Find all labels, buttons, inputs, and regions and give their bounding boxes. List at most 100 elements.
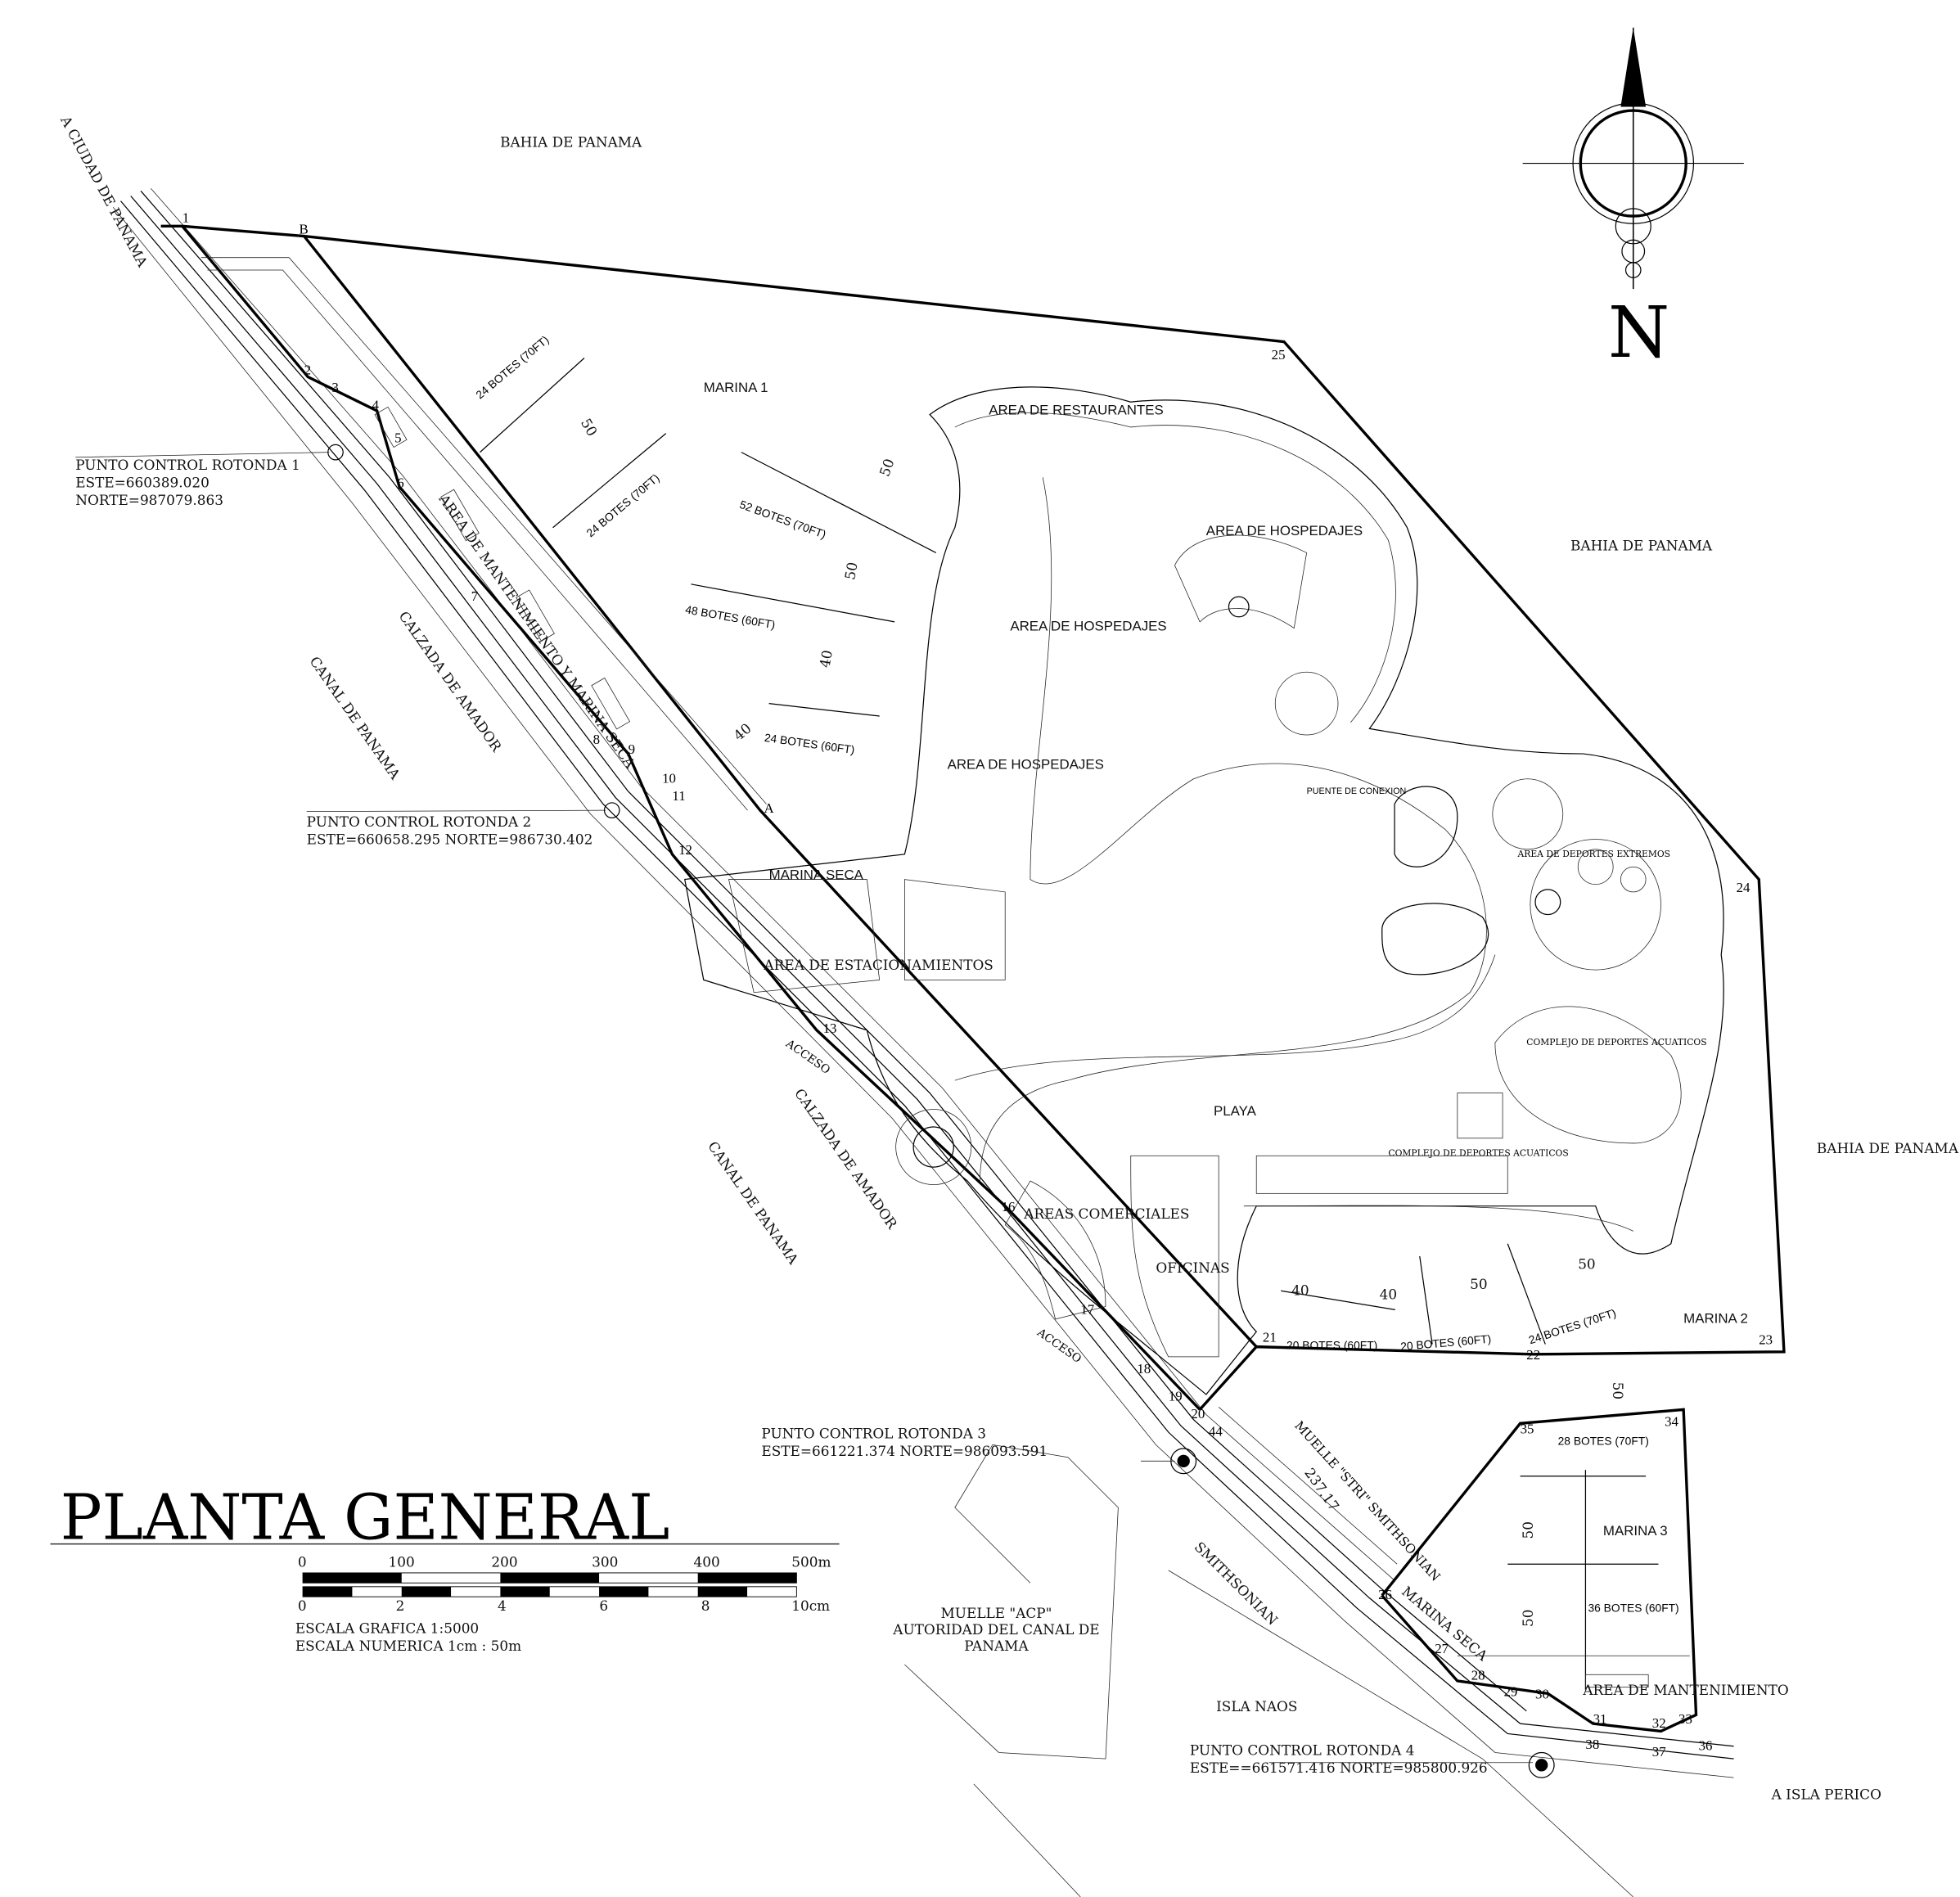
control-point-1-norte: NORTE=987079.863 (75, 492, 223, 508)
scale-tick-m: 300 (592, 1553, 618, 1570)
hospedajes-label-3: AREA DE HOSPEDAJES (948, 756, 1104, 772)
point-label: 1 (182, 210, 189, 226)
point-label: 24 (1737, 880, 1750, 895)
canal-label-2: CANAL DE PANAMA (705, 1138, 802, 1268)
point-label: 25 (1272, 347, 1286, 363)
point-label: 38 (1585, 1737, 1599, 1752)
boats-label: 24 BOTES (60FT) (764, 731, 855, 756)
marina-3-label: MARINA 3 (1603, 1523, 1668, 1539)
point-label: 23 (1759, 1332, 1773, 1348)
dim-label: 40 (1291, 1282, 1309, 1299)
point-label: 28 (1471, 1667, 1485, 1683)
extremos-label: AREA DE DEPORTES EXTREMOS (1517, 849, 1671, 859)
bahia-label-top: BAHIA DE PANAMA (500, 134, 642, 151)
rotonda-1 (327, 444, 344, 461)
control-point-1-este: ESTE=660389.020 (75, 475, 210, 491)
point-label: 19 (1169, 1389, 1183, 1404)
point-label: 21 (1263, 1329, 1277, 1345)
boats-label: 28 BOTES (70FT) (1558, 1434, 1649, 1447)
playa-label: PLAYA (1214, 1103, 1257, 1119)
scale-tick-cm: 4 (498, 1597, 507, 1614)
calzada-label-2: CALZADA DE AMADOR (791, 1085, 901, 1232)
point-label: 30 (1535, 1686, 1549, 1701)
comerciales-label: AREAS COMERCIALES (1023, 1205, 1189, 1222)
point-label: 37 (1652, 1744, 1666, 1760)
dim-label: 50 (1520, 1609, 1536, 1626)
dim-label: 50 (1610, 1382, 1626, 1399)
dim-label: 40 (730, 720, 754, 744)
control-point-4-title: PUNTO CONTROL ROTONDA 4 (1190, 1742, 1415, 1759)
scale-tick-m: 100 (388, 1553, 414, 1570)
dim-label: 50 (841, 561, 860, 581)
scale-tick-cm: 0 (298, 1597, 307, 1614)
scale-tick-m: 200 (491, 1553, 517, 1570)
point-label: 31 (1593, 1711, 1607, 1727)
point-label: 29 (1504, 1683, 1518, 1699)
point-label: 35 (1521, 1422, 1534, 1437)
marina-seca-strip (201, 257, 767, 811)
dim-label: 50 (1470, 1276, 1487, 1292)
survey-points: 1 B 2 3 4 5 6 7 8 9 10 11 12 13 16 17 18… (182, 210, 1773, 1760)
point-label: 20 (1191, 1406, 1205, 1422)
estacionamientos-label: AREA DE ESTACIONAMIENTOS (763, 957, 993, 973)
north-arrow-icon (1522, 27, 1744, 290)
control-point-1-title: PUNTO CONTROL ROTONDA 1 (75, 457, 300, 473)
boats-label: 20 BOTES (60FT) (1286, 1339, 1377, 1352)
scale-tick-cm: 6 (599, 1597, 608, 1614)
isla-naos-shoreline (904, 1444, 1634, 1897)
scale-tick-m: 500m (791, 1553, 831, 1570)
marina-docks (480, 358, 1659, 1690)
bahia-label-right-2: BAHIA DE PANAMA (1817, 1140, 1959, 1156)
point-label: 4 (372, 397, 380, 412)
point-label: 26 (1378, 1587, 1392, 1602)
control-point-4-coords: ESTE==661571.416 NORTE=985800.926 (1190, 1760, 1488, 1776)
scale-bar (302, 1572, 797, 1597)
a-isla-perico-label: A ISLA PERICO (1771, 1786, 1881, 1802)
dim-label: 40 (1380, 1286, 1397, 1302)
canal-label-1: CANAL DE PANAMA (306, 653, 403, 782)
dimension-line (1218, 1407, 1398, 1565)
point-label: 11 (672, 788, 685, 804)
point-label: 22 (1526, 1347, 1540, 1363)
project-boundary (160, 224, 1786, 1733)
point-label: 32 (1652, 1715, 1666, 1731)
point-label: 12 (678, 842, 692, 858)
mantenimiento-seca-label: AREA DE MANTENIMIENTO Y MARINA SECA (435, 490, 639, 771)
point-label: 9 (629, 741, 635, 757)
point-label: 36 (1699, 1737, 1713, 1753)
smithsonian-label: SMITHSONIAN (1192, 1539, 1282, 1629)
point-label: 5 (394, 430, 401, 445)
dim-label: 50 (1578, 1255, 1595, 1272)
oficinas-label: OFICINAS (1156, 1259, 1229, 1276)
calzada-road (112, 188, 1734, 1778)
hospedajes-label-2: AREA DE HOSPEDAJES (1010, 619, 1166, 634)
boats-label: 24 BOTES (70FT) (473, 333, 551, 402)
restaurantes-label: AREA DE RESTAURANTES (989, 403, 1163, 418)
point-label: 6 (397, 475, 403, 491)
dim-label: 50 (1520, 1521, 1536, 1539)
a-ciudad-label: A CIUDAD DE PANAMA (57, 112, 151, 270)
scale-tick-cm: 10cm (791, 1597, 830, 1614)
control-point-2-coords: ESTE=660658.295 NORTE=986730.402 (307, 831, 593, 848)
boats-label: 24 BOTES (70FT) (583, 471, 661, 540)
boats-label: 20 BOTES (60FT) (1400, 1332, 1492, 1354)
rotonda-4 (1528, 1751, 1555, 1778)
control-point-3-title: PUNTO CONTROL ROTONDA 3 (761, 1426, 986, 1442)
puente-label: PUENTE DE CONEXION (1307, 786, 1407, 796)
hospedajes-label-1: AREA DE HOSPEDAJES (1206, 523, 1363, 538)
point-label: 7 (471, 588, 478, 604)
point-label: 44 (1209, 1424, 1223, 1440)
scale-tick-cm: 2 (396, 1597, 405, 1614)
marina-1-label: MARINA 1 (704, 380, 768, 395)
point-label: B (299, 222, 308, 237)
acuaticos-label-2: COMPLEJO DE DEPORTES ACUATICOS (1388, 1147, 1568, 1158)
rotonda-2 (603, 802, 620, 818)
muelle-stri-label: MUELLE "STRI" SMITHSONIAN (1291, 1418, 1443, 1584)
boats-label: 48 BOTES (60FT) (684, 602, 776, 631)
marina-seca-label: MARINA SECA (769, 867, 864, 883)
muelle-acp-label-2: AUTORIDAD DEL CANAL DE (892, 1621, 1099, 1638)
dim-label: 50 (876, 457, 897, 479)
point-label: 8 (593, 732, 600, 747)
boats-label: 24 BOTES (70FT) (1527, 1306, 1618, 1347)
